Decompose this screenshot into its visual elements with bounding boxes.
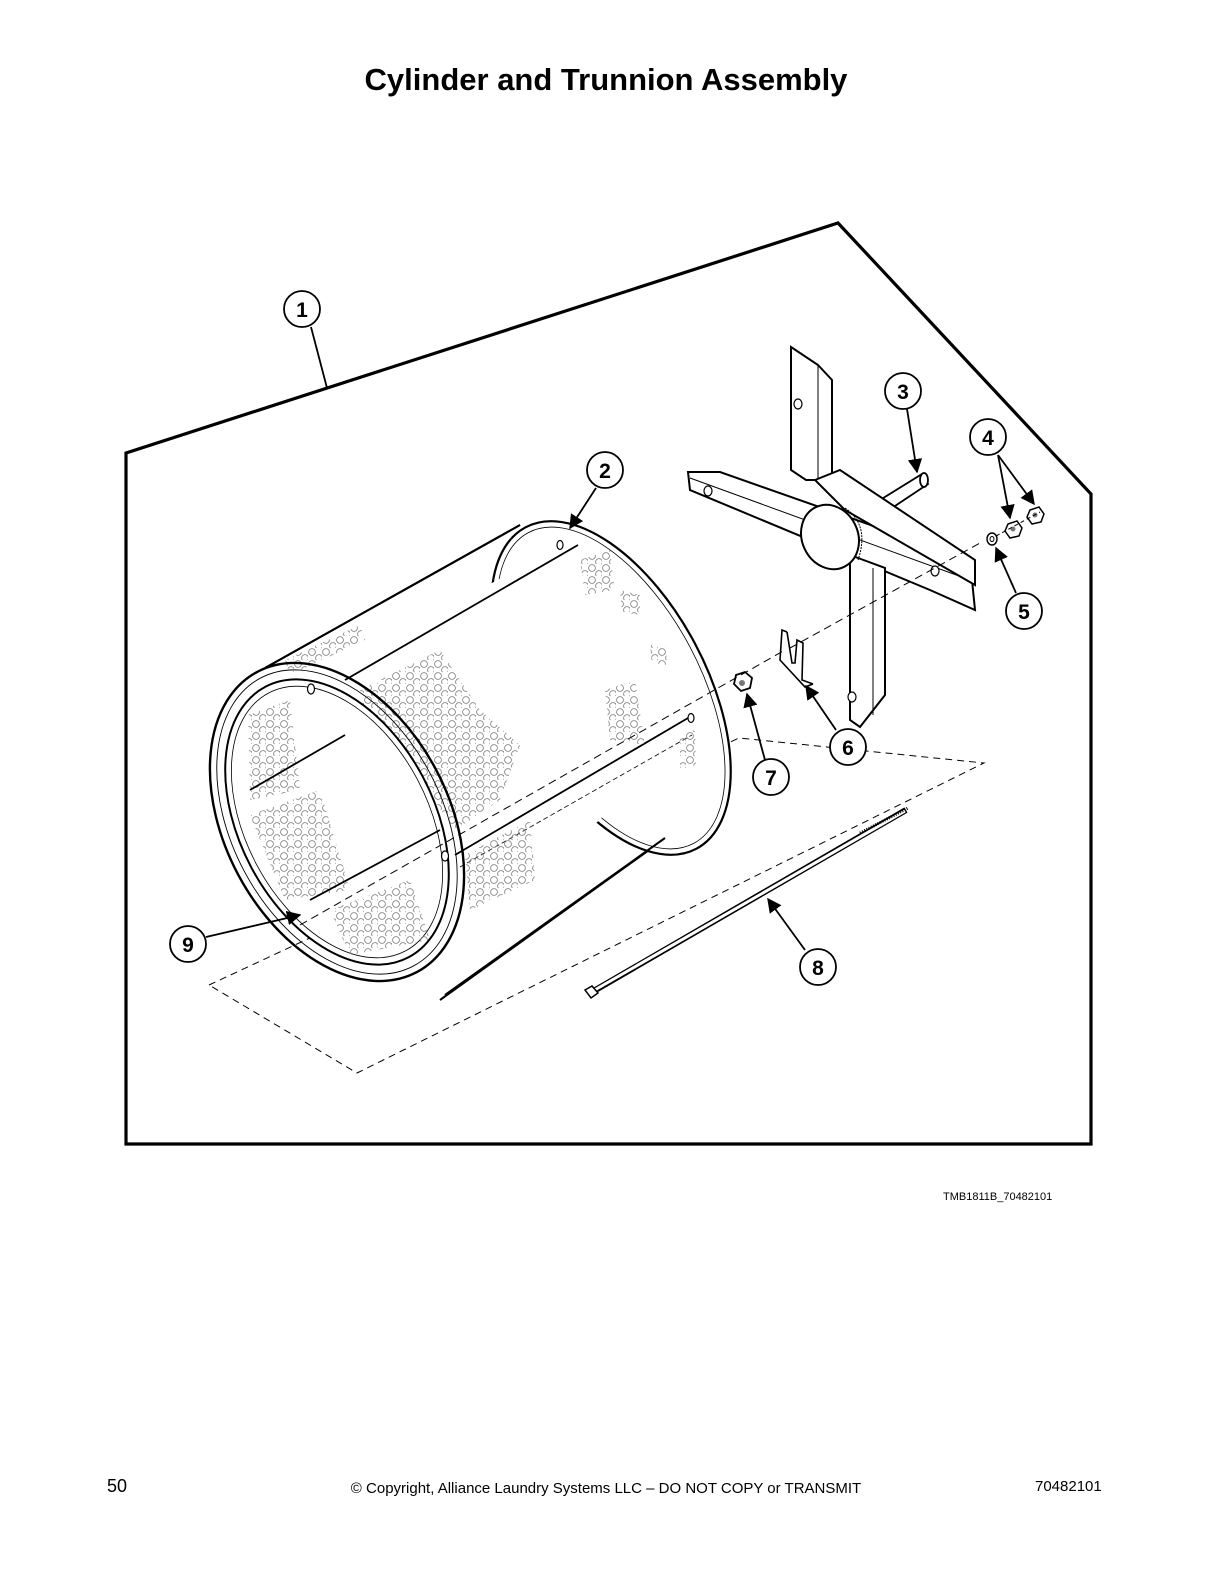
page-number: 50 (107, 1476, 128, 1496)
svg-text:6: 6 (842, 737, 854, 760)
callout-4: 4 (969, 418, 1007, 456)
svg-text:8: 8 (812, 957, 824, 980)
svg-text:9: 9 (182, 934, 194, 957)
hex-nuts-icon (1004, 506, 1045, 539)
nut-icon (733, 670, 753, 693)
figure-id: TMB1811B_70482101 (943, 1191, 1053, 1203)
callout-3: 3 (884, 372, 922, 410)
callout-1: 1 (283, 290, 321, 328)
svg-text:3: 3 (897, 381, 909, 404)
trunnion-bracket-icon (686, 345, 977, 729)
svg-text:5: 5 (1018, 601, 1030, 624)
document-number: 70482101 (1035, 1478, 1102, 1495)
copyright-notice: © Copyright, Alliance Laundry Systems LL… (350, 1480, 862, 1497)
leader-lines (205, 326, 1035, 951)
callout-8: 8 (799, 948, 837, 986)
assembly-boundary (124, 221, 1093, 1146)
callout-7: 7 (752, 758, 790, 796)
svg-text:2: 2 (599, 460, 611, 483)
callout-6: 6 (829, 728, 867, 766)
washer-icon (986, 532, 998, 546)
callout-5: 5 (1005, 592, 1043, 630)
threaded-rod-icon (583, 806, 909, 1000)
svg-text:4: 4 (982, 427, 994, 450)
callout-9: 9 (169, 925, 207, 963)
svg-text:7: 7 (765, 767, 777, 790)
assembly-axis-lines (299, 511, 1041, 926)
svg-text:1: 1 (296, 299, 308, 322)
callout-2: 2 (586, 451, 624, 489)
cylinder-drum-icon (208, 520, 732, 1001)
page-title: Cylinder and Trunnion Assembly (364, 62, 848, 97)
